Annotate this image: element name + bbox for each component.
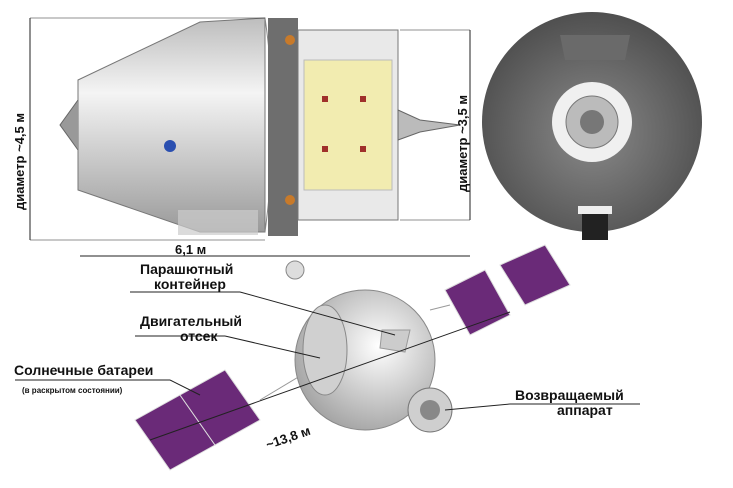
front-view: [482, 12, 702, 240]
parachute-container-label: Парашютный контейнер: [140, 262, 233, 292]
equipment-module: [303, 59, 393, 191]
return-capsule-label: Возвращаемый аппарат: [515, 388, 624, 418]
diameter-large-label: диаметр ~4,5 м: [12, 113, 27, 210]
solar-panels-label: Солнечные батареи: [14, 362, 154, 378]
label-line: аппарат: [557, 402, 613, 418]
window-icon: [164, 140, 176, 152]
solar-panel: [444, 269, 511, 336]
label-line: контейнер: [154, 276, 226, 292]
label-line: Парашютный: [140, 261, 234, 277]
side-view: [29, 17, 471, 257]
assembled-view: [134, 244, 571, 471]
solar-panel: [179, 369, 261, 446]
solar-panel: [499, 244, 571, 306]
length-label: 6,1 м: [175, 242, 207, 257]
label-line: Двигательный: [140, 313, 242, 329]
label-line: Возвращаемый: [515, 387, 624, 403]
solar-panels-note: (в раскрытом состоянии): [22, 386, 123, 395]
propulsion-module-label: Двигательный отсек: [140, 314, 242, 344]
label-line: отсек: [180, 328, 218, 344]
diameter-small-label: диаметр ~3,5 м: [455, 95, 470, 192]
